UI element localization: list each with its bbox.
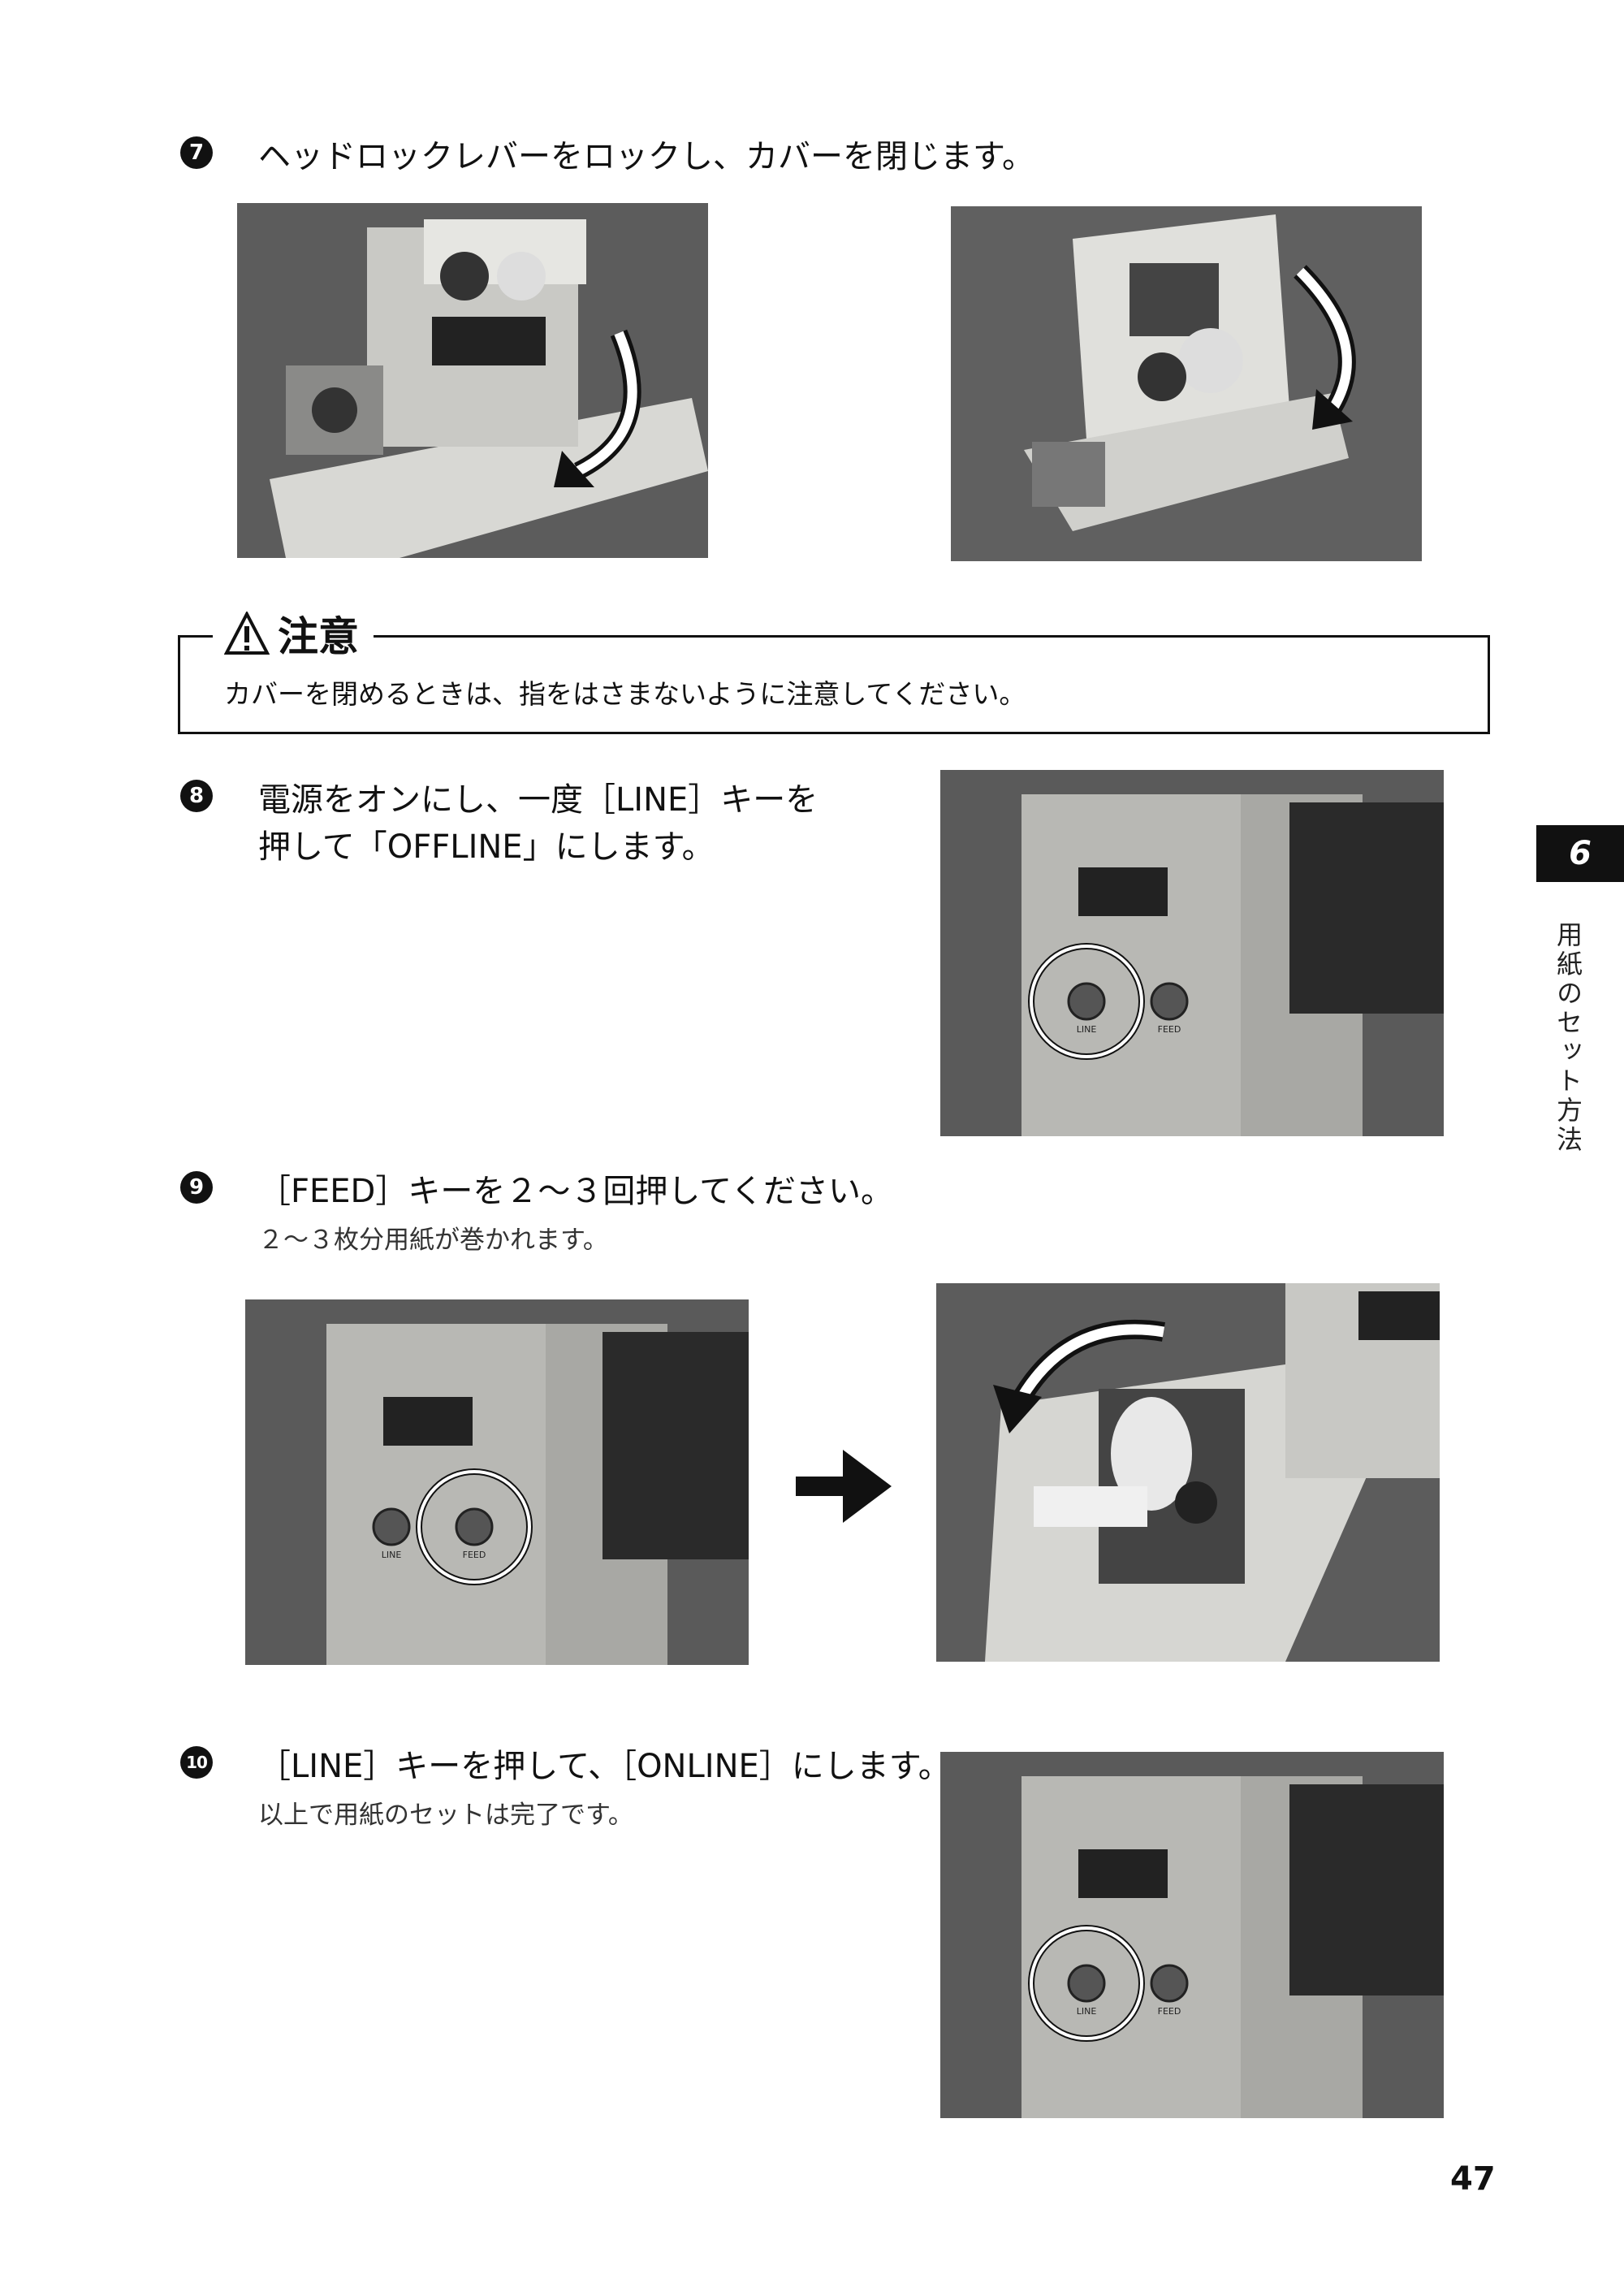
caution-box [178,635,1490,734]
feed-key-label: FEED [1158,1024,1181,1035]
step-subtext: ２～３枚分用紙が巻かれます。 [258,1226,608,1255]
right-arrow-icon [796,1450,892,1523]
step-text: ［FEED］キーを２～３回押してください。 [258,1173,893,1210]
step-text-line2: 押して「OFFLINE」にします。 [258,828,715,866]
feed-key-label: FEED [463,1550,486,1560]
step-text: ［LINE］キーを押して、［ONLINE］にします。 [258,1748,951,1785]
step-text-line1: 電源をオンにし、一度［LINE］キーを [258,781,818,819]
step-8: 8 電源をオンにし、一度［LINE］キーを 押して「OFFLINE」にします。 [180,776,818,871]
step-number: 7 [180,136,213,169]
warning-icon [224,612,270,655]
caution-header: 注意 [213,608,374,660]
caution-title: 注意 [278,613,359,660]
photo-line-key-offline: LINE FEED [940,770,1444,1136]
step-7: 7 ヘッドロックレバーをロックし、カバーを閉じます。 [180,133,1034,180]
photo-line-key-online: LINE FEED [940,1752,1444,2118]
caution-text: カバーを閉めるときは、指をはさまないように注意してください。 [224,678,1026,710]
photo-close-cover [951,206,1422,561]
step-subtext: 以上で用紙のセットは完了です。 [258,1801,633,1830]
step-number: 8 [180,780,213,812]
photo-paper-feeding [936,1283,1440,1662]
step-number: 9 [180,1171,213,1204]
step-text: ヘッドロックレバーをロックし、カバーを閉じます。 [258,138,1034,175]
step-10: 10 ［LINE］キーを押して、［ONLINE］にします。 以上で用紙のセットは… [180,1743,951,1839]
line-key-label: LINE [382,1550,402,1560]
step-number: 10 [180,1746,213,1779]
line-key-label: LINE [1077,2006,1097,2017]
photo-feed-key: LINE FEED [245,1299,749,1665]
feed-key-label: FEED [1158,2006,1181,2017]
step-9: 9 ［FEED］キーを２～３回押してください。 ２～３枚分用紙が巻かれます。 [180,1168,893,1264]
line-key-label: LINE [1077,1024,1097,1035]
chapter-title: 用紙のセット方法 [1553,921,1583,1155]
chapter-tab: 6 [1536,825,1624,882]
photo-head-lock-lever [237,203,708,558]
page-number: 47 [1450,2160,1496,2198]
